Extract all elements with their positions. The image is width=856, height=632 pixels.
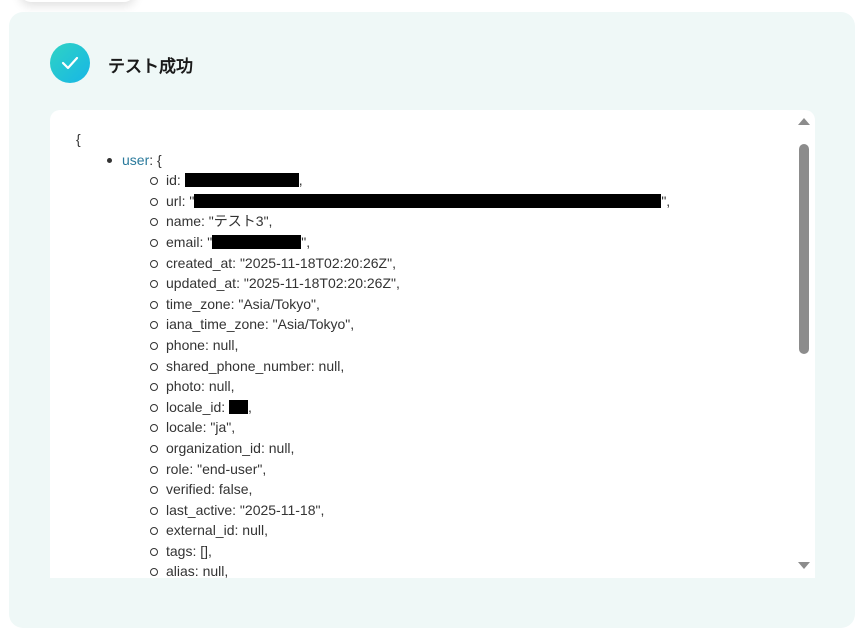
json-text: name	[166, 213, 202, 230]
json-text: : "ja",	[202, 419, 236, 436]
top-card-shadow	[20, 0, 135, 2]
json-text: : null,	[204, 336, 239, 353]
json-text: : "end-user",	[189, 460, 267, 477]
json-field-email: email: " ",	[76, 232, 670, 253]
json-text: : "テスト3",	[201, 213, 273, 230]
json-field-role: role: "end-user",	[76, 459, 670, 480]
json-user-node: user: {	[76, 150, 670, 171]
json-text: ,	[248, 398, 252, 415]
json-field-iana-time-zone: iana_time_zone: "Asia/Tokyo",	[76, 314, 670, 335]
json-field-external-id: external_id: null,	[76, 520, 670, 541]
redacted-block	[194, 193, 662, 208]
json-field-id: id: ,	[76, 170, 670, 191]
redacted-block	[229, 399, 249, 414]
redacted-block	[212, 234, 302, 249]
json-text: id	[166, 172, 177, 189]
scroll-up-arrow-icon[interactable]	[798, 118, 810, 125]
page-title: テスト成功	[108, 57, 193, 76]
json-text: : "	[181, 192, 195, 209]
json-text: :	[221, 398, 230, 415]
json-text: tags	[166, 542, 193, 559]
json-text: photo	[166, 378, 202, 395]
json-text: ",	[301, 233, 311, 250]
json-text: : "Asia/Tokyo",	[230, 295, 320, 312]
json-open-brace: {	[76, 131, 81, 147]
json-text: : [],	[192, 542, 212, 559]
json-field-locale: locale: "ja",	[76, 417, 670, 438]
json-text: : "2025-11-18",	[232, 501, 325, 518]
json-text: url	[166, 192, 182, 209]
json-field-updated-at: updated_at: "2025-11-18T02:20:26Z",	[76, 273, 670, 294]
json-text: last_active	[166, 501, 233, 518]
json-text: phone	[166, 336, 205, 353]
json-text: verified	[166, 481, 212, 498]
json-text: external_id	[166, 522, 235, 539]
scrollbar-thumb[interactable]	[799, 144, 809, 354]
json-field-organization-id: organization_id: null,	[76, 438, 670, 459]
json-text: ",	[661, 192, 671, 209]
json-text: updated_at	[166, 275, 237, 292]
json-text: : null,	[260, 439, 295, 456]
json-tree: { user: { id: , url: "", name: "テスト3", e…	[76, 129, 670, 578]
test-result-panel: テスト成功 { user: { id: , url: "", name: "テス…	[9, 12, 855, 628]
json-text: locale	[166, 419, 203, 436]
json-text: role	[166, 460, 190, 477]
json-field-shared-phone-number: shared_phone_number: null,	[76, 356, 670, 377]
json-text: locale_id	[166, 398, 222, 415]
json-output-viewer[interactable]: { user: { id: , url: "", name: "テスト3", e…	[50, 110, 815, 578]
check-circle-icon	[50, 43, 90, 83]
json-field-alias: alias: null,	[76, 561, 670, 578]
json-text: : "Asia/Tokyo",	[264, 316, 355, 333]
json-brace: : {	[149, 151, 162, 168]
json-field-name: name: "テスト3",	[76, 211, 670, 232]
json-field-verified: verified: false,	[76, 479, 670, 500]
json-text: : null,	[310, 357, 345, 374]
json-text: created_at	[166, 254, 233, 271]
json-text: : null,	[201, 378, 235, 395]
json-field-locale-id: locale_id: ,	[76, 397, 670, 418]
json-text: alias	[166, 563, 195, 578]
json-text: : "2025-11-18T02:20:26Z",	[236, 275, 400, 292]
json-field-last-active: last_active: "2025-11-18",	[76, 500, 670, 521]
json-text: shared_phone_number	[166, 357, 311, 374]
json-field-time-zone: time_zone: "Asia/Tokyo",	[76, 294, 670, 315]
json-field-url: url: " ",	[76, 191, 670, 212]
json-field-phone: phone: null,	[76, 335, 670, 356]
json-field-created-at: created_at: "2025-11-18T02:20:26Z",	[76, 253, 670, 274]
json-text: :	[176, 172, 185, 189]
json-text: : "	[199, 233, 213, 250]
json-text: : null,	[234, 522, 268, 539]
json-text: : null,	[194, 563, 229, 578]
json-text: : "2025-11-18T02:20:26Z",	[232, 254, 396, 271]
json-text: : false,	[211, 481, 253, 498]
json-field-tags: tags: [],	[76, 541, 670, 562]
json-text: ,	[298, 172, 303, 189]
scroll-down-arrow-icon[interactable]	[798, 562, 810, 569]
json-field-photo: photo: null,	[76, 376, 670, 397]
json-text: time_zone	[166, 295, 231, 312]
json-text: iana_time_zone	[166, 316, 265, 333]
json-text: email	[166, 233, 200, 250]
json-text: organization_id	[166, 439, 261, 456]
redacted-block	[184, 173, 299, 188]
json-key-user[interactable]: user	[122, 151, 150, 168]
